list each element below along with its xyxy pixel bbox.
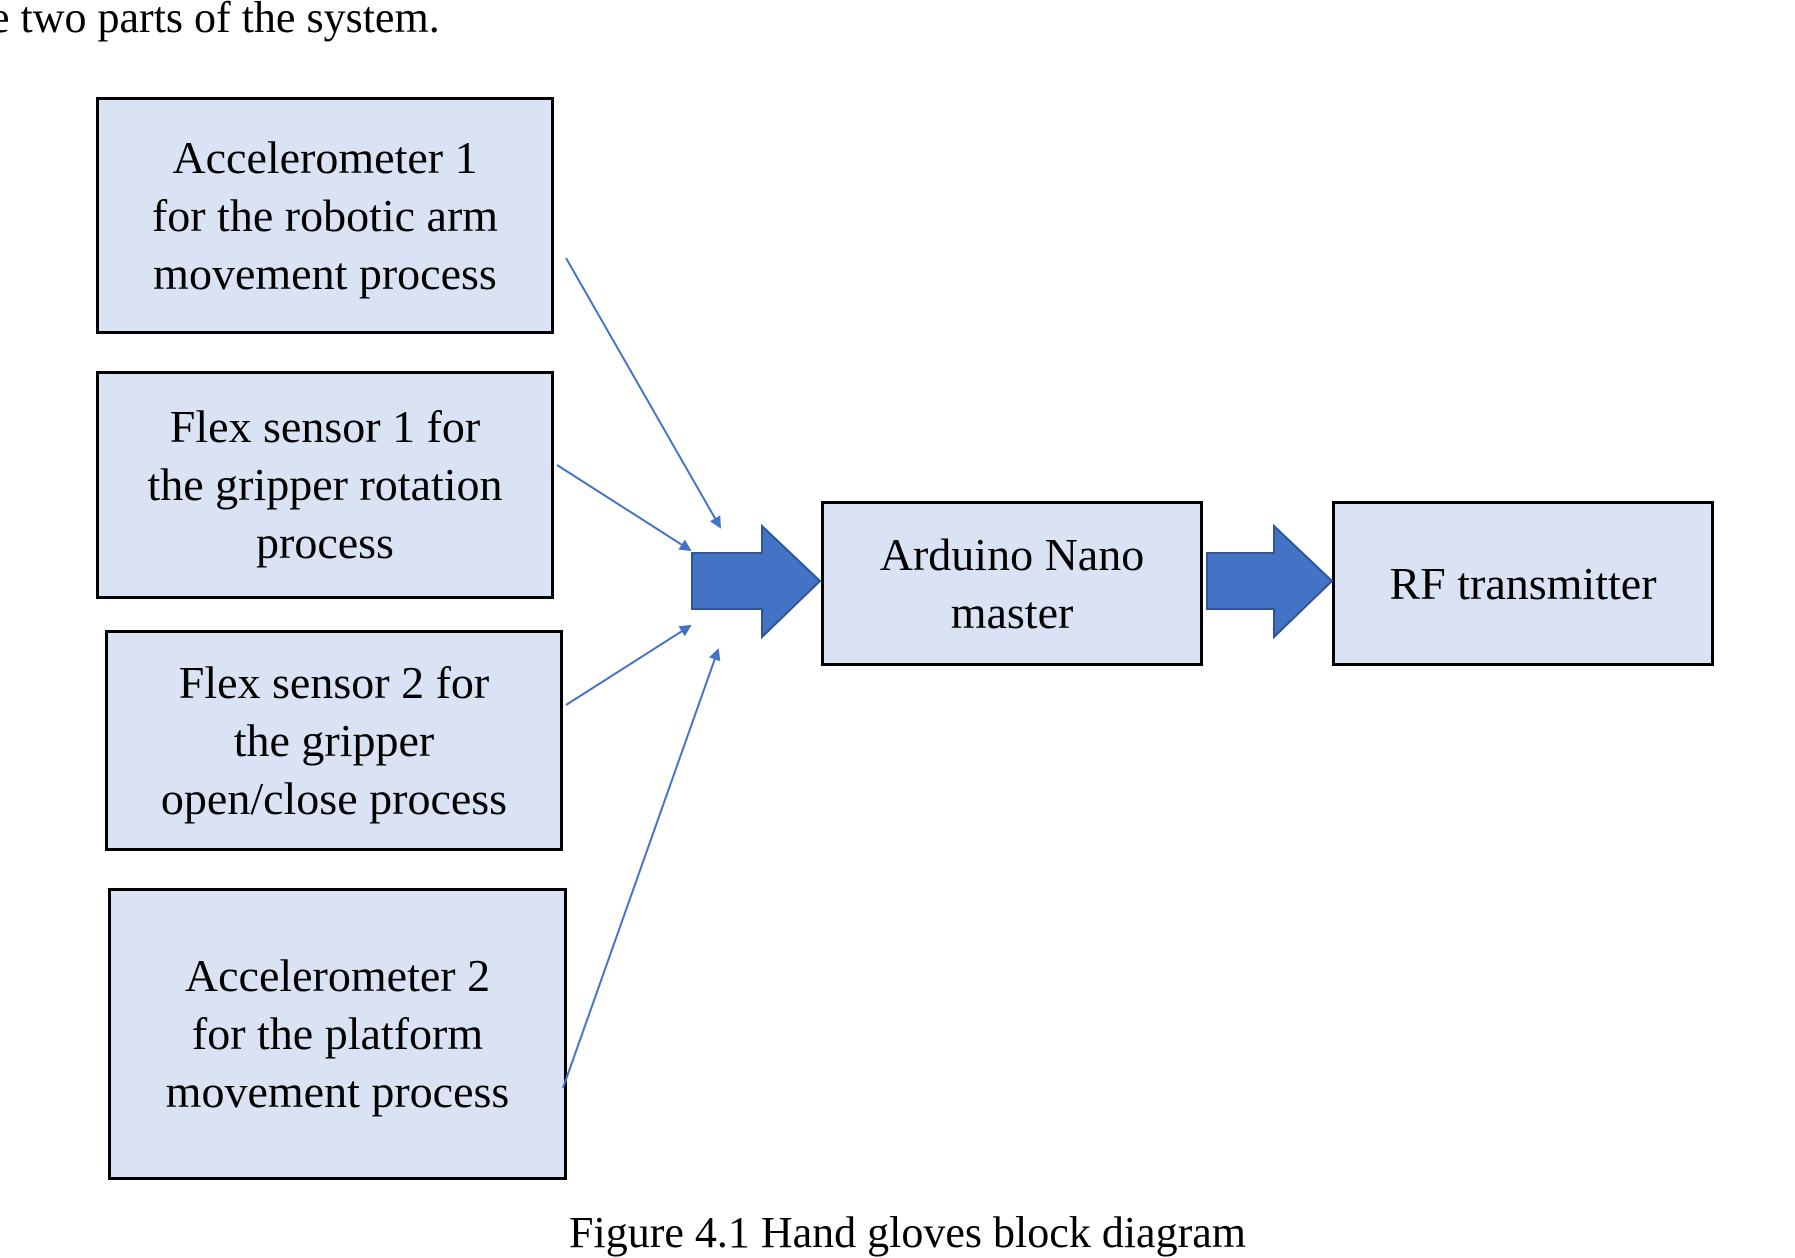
block-arrow-to-arduino [691,523,822,640]
connector-flex-sensor-2 [565,624,692,706]
rf-transmitter-label: RF transmitter [1389,557,1657,609]
flex-sensor-2-label: Flex sensor 2 for the gripper open/close… [160,656,508,824]
flex-sensor-1-box: Flex sensor 1 for the gripper rotation p… [96,371,554,599]
intro-text: e two parts of the system. [0,0,440,42]
accelerometer-2-label: Accelerometer 2 for the platform movemen… [165,950,510,1117]
arduino-nano-label: Arduino Nano master [879,528,1145,638]
block-arrow-to-rf-transmitter [1206,523,1334,640]
arduino-nano-box: Arduino Nano master [821,501,1203,666]
connector-flex-sensor-1 [556,464,692,552]
flex-sensor-1-label: Flex sensor 1 for the gripper rotation p… [147,401,503,568]
figure-caption: Figure 4.1 Hand gloves block diagram [569,1208,1246,1257]
rf-transmitter-box: RF transmitter [1332,501,1714,666]
flex-sensor-2-box: Flex sensor 2 for the gripper open/close… [105,630,563,851]
connector-accelerometer-2 [562,648,721,1089]
connector-accelerometer-1 [565,257,721,529]
accelerometer-1-label: Accelerometer 1 for the robotic arm move… [151,131,499,299]
accelerometer-2-box: Accelerometer 2 for the platform movemen… [108,888,567,1180]
accelerometer-1-box: Accelerometer 1 for the robotic arm move… [96,97,554,334]
